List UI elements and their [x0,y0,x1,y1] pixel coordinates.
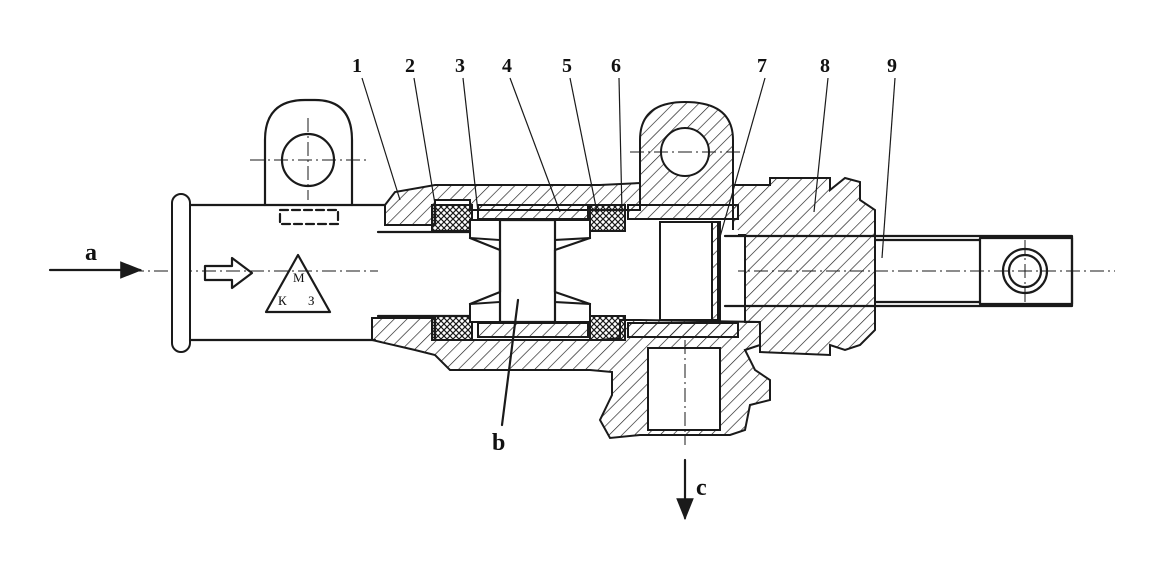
label-inlet-a: a [85,240,97,266]
label-chamber-b: b [492,430,505,456]
stem-edge [873,238,982,304]
part-number-4: 4 [502,55,512,77]
nut-housing [732,176,876,357]
part-number-2: 2 [405,55,415,77]
logo-letter-left: К [278,293,287,308]
outlet-bore [647,347,721,431]
stem-hole-inner [1007,253,1043,289]
seal-ring-top-2 [431,204,473,232]
spool-core [498,218,557,324]
seal-ring-bottom-2 [431,315,473,341]
bushing-top-right [627,204,739,220]
seal-ring-bottom-5 [589,315,626,341]
part-number-1: 1 [352,55,362,77]
seal-ring-top-5 [589,204,626,232]
leader-b [500,298,520,427]
part-number-6: 6 [611,55,621,77]
bushing-bottom-right [627,322,739,338]
inlet-flange [171,193,191,353]
flow-direction-arrow-icon [203,256,254,290]
part-number-3: 3 [455,55,465,77]
right-mounting-lug [630,100,745,206]
part-number-5: 5 [562,55,572,77]
spool-pin-7 [711,221,721,321]
label-outlet-c: c [696,475,707,501]
part-number-8: 8 [820,55,830,77]
spool-2 [659,221,719,321]
stem-eye [978,236,1074,306]
bushing-top [477,204,589,220]
part-leaders [361,77,896,259]
logo-letter-top: М [293,270,305,285]
part-number-7: 7 [757,55,767,77]
logo-letter-right: З [308,293,315,308]
left-mounting-lug [250,98,370,226]
bushing-bottom [477,322,589,338]
manufacturer-logo: М К З [264,253,332,314]
part-number-9: 9 [887,55,897,77]
